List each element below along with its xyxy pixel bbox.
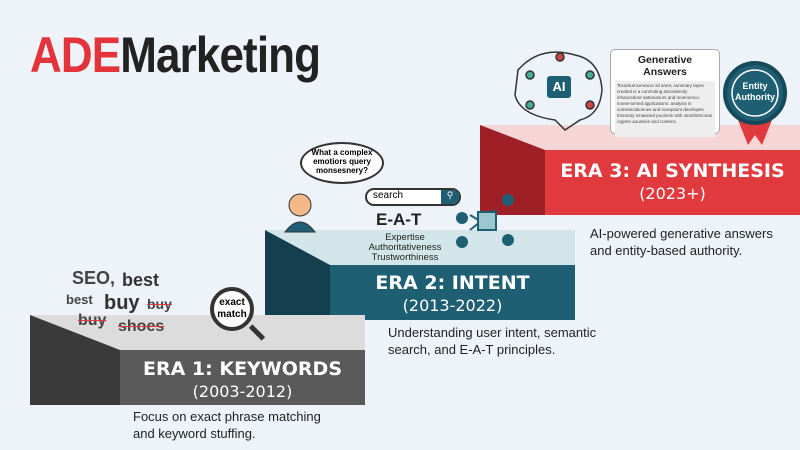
era2-side bbox=[265, 230, 330, 320]
keyword-crossed: shoes bbox=[118, 318, 165, 335]
keyword-crossed: buy bbox=[78, 312, 107, 329]
keyword: best bbox=[122, 270, 160, 290]
keyword: SEO, bbox=[72, 268, 116, 288]
keyword: best bbox=[66, 292, 93, 307]
keyword: buy bbox=[104, 292, 140, 314]
era3-top bbox=[480, 125, 800, 150]
network-cube-icon bbox=[456, 194, 514, 248]
search-icon[interactable]: ⚲ bbox=[441, 190, 459, 204]
era1-side bbox=[30, 315, 120, 405]
generative-answers-card: Generative Answers Tecanturncersacor sit… bbox=[610, 49, 720, 137]
era1-top bbox=[30, 315, 365, 350]
era2-top bbox=[265, 230, 575, 265]
badge-icon bbox=[723, 61, 787, 125]
person-body-icon bbox=[283, 221, 317, 233]
era3-front bbox=[545, 150, 800, 215]
person-head-icon bbox=[288, 193, 312, 217]
logo: ADEMarketing bbox=[30, 27, 321, 83]
era2-label: ERA 2: INTENT(2013-2022) bbox=[375, 272, 530, 315]
ai-chip-icon: AI bbox=[547, 76, 571, 98]
eat-title: E-A-T bbox=[376, 210, 422, 229]
search-input[interactable]: search⚲ bbox=[365, 188, 461, 206]
keyword-crossed: buy bbox=[147, 296, 172, 312]
era3-label: ERA 3: AI SYNTHESIS(2023+) bbox=[560, 160, 785, 203]
era1-front bbox=[120, 350, 365, 405]
era2-front bbox=[330, 265, 575, 320]
brain-network-icon bbox=[514, 51, 603, 131]
ribbon-icon bbox=[738, 120, 772, 145]
era3-side bbox=[480, 125, 545, 215]
era1-label: ERA 1: KEYWORDS(2003-2012) bbox=[142, 358, 343, 401]
